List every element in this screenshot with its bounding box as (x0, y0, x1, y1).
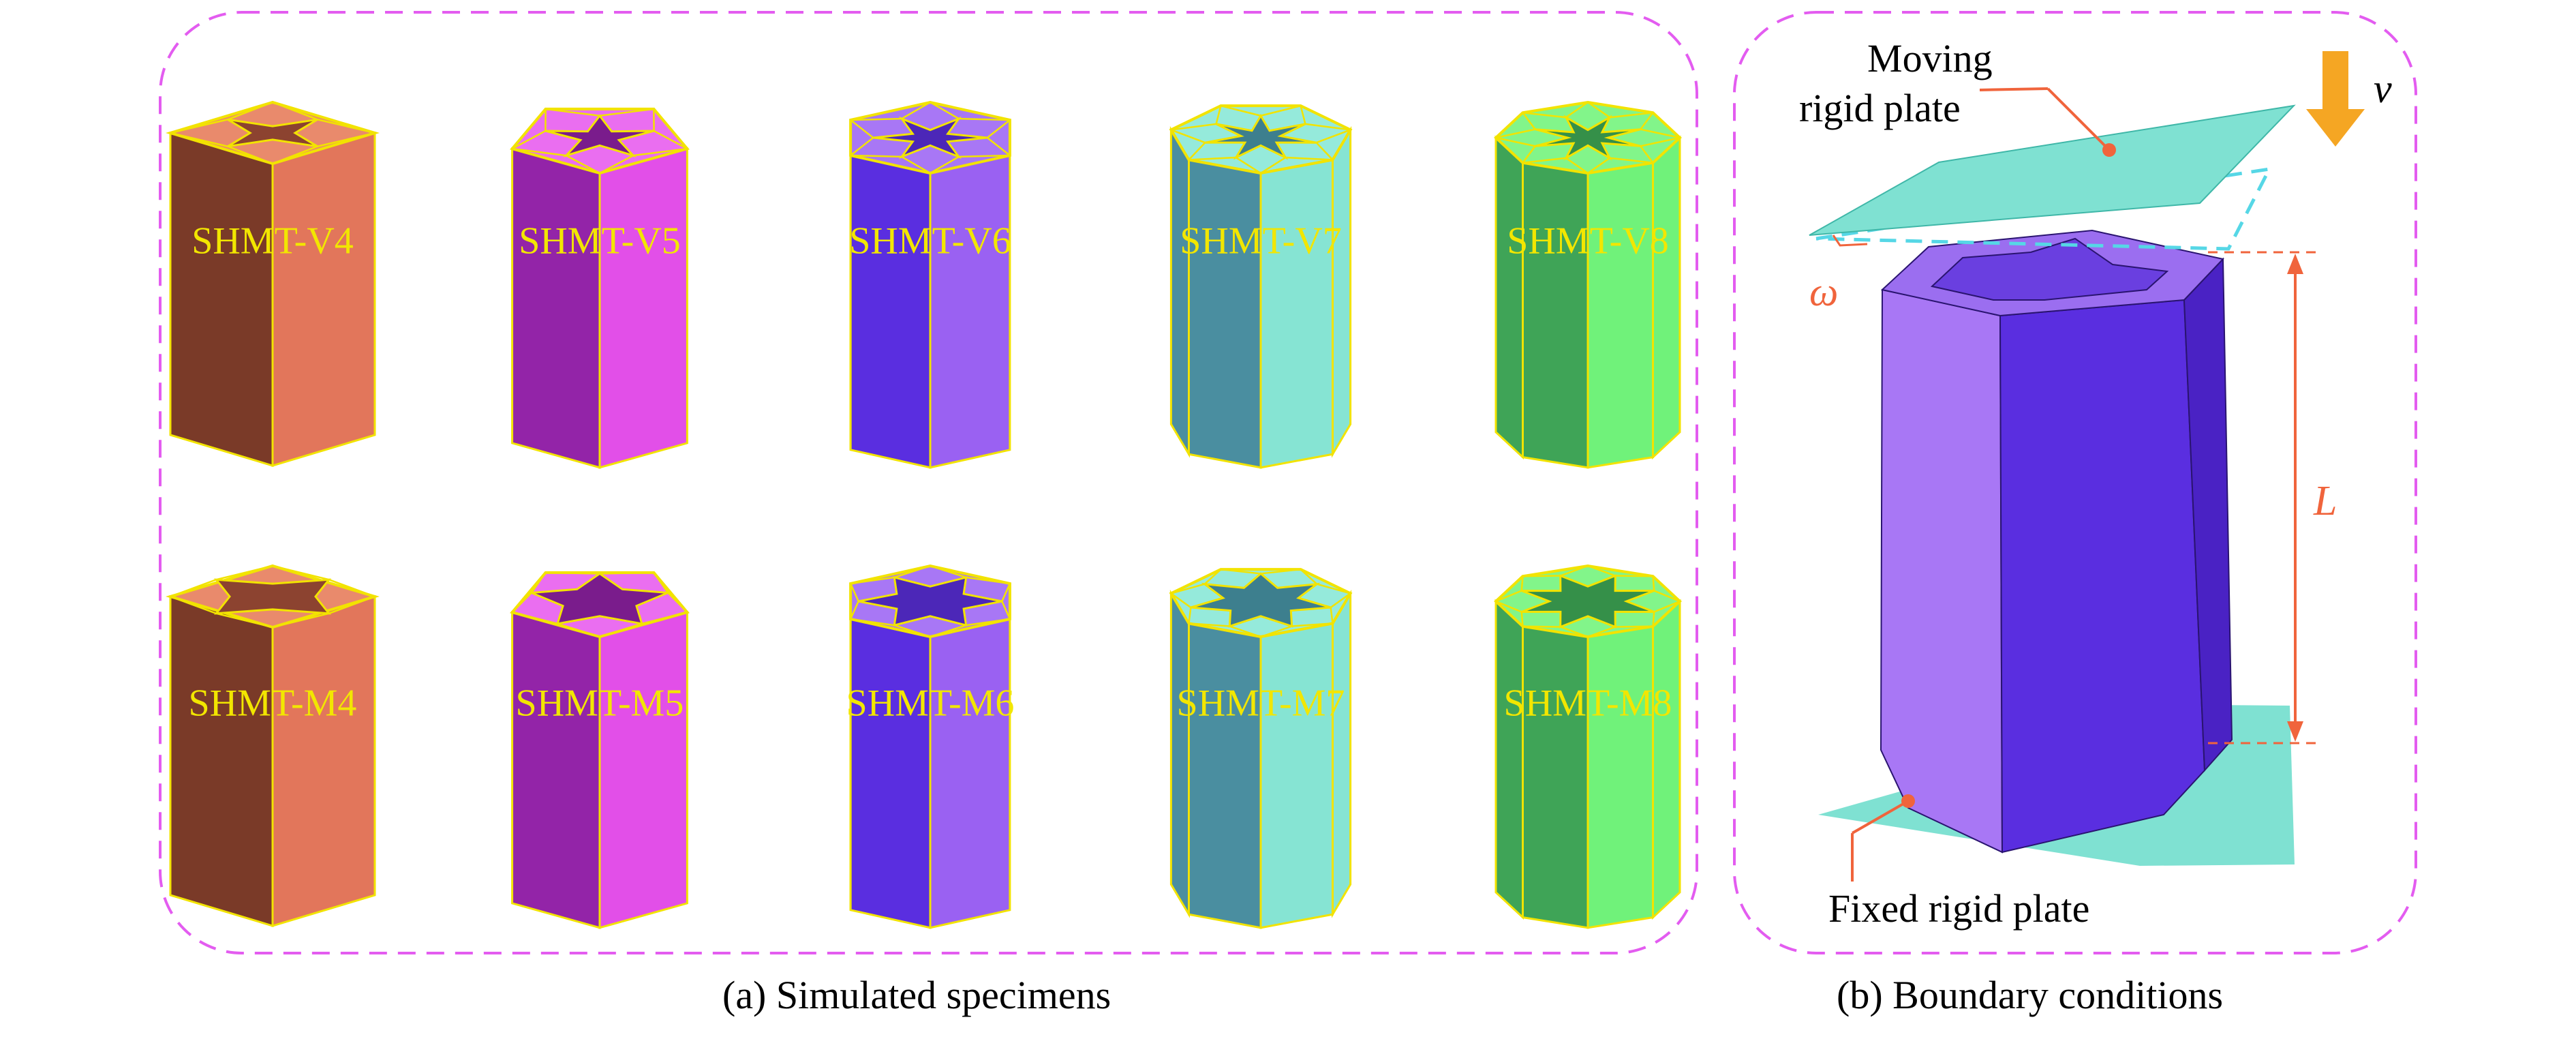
specimen-label: SHMT-V4 (191, 220, 354, 262)
star-cavity (1205, 113, 1317, 160)
boundary-condition-diagram: Moving rigid plate Fixed rigid plate v L… (1799, 36, 2392, 931)
side-face (1169, 589, 1190, 918)
side-face (849, 618, 932, 929)
specimen-label: SHMT-V8 (1507, 220, 1669, 262)
specimen-shmt-v4: SHMT-V4 (166, 100, 380, 468)
fixed-plate-label: Fixed rigid plate (1828, 886, 2089, 931)
panel-b-caption: (b) Boundary conditions (1837, 973, 2224, 1017)
side-face (1188, 622, 1262, 929)
side-face (1259, 622, 1334, 929)
panel-b-frame (1733, 11, 2417, 954)
specimen-shmt-v6: SHMT-V6 (849, 100, 1011, 469)
side-face (1522, 625, 1589, 929)
side-face (598, 611, 688, 929)
side-face (929, 618, 1011, 929)
specimen-label: SHMT-M4 (189, 682, 357, 724)
length-symbol: L (2313, 478, 2337, 524)
side-face (169, 131, 274, 468)
specimen-label: SHMT-M6 (846, 682, 1015, 724)
velocity-symbol: v (2374, 66, 2392, 111)
specimen-shmt-v5: SHMT-V5 (510, 107, 690, 469)
side-face (849, 154, 932, 469)
specimen-shmt-m6: SHMT-M6 (846, 564, 1015, 929)
specimen-label: SHMT-V5 (519, 220, 681, 262)
specimen-shmt-m7: SHMT-M7 (1169, 568, 1353, 929)
side-face (1652, 599, 1681, 920)
side-face (1169, 125, 1190, 458)
side-face (1522, 162, 1589, 469)
star-cavity (1190, 572, 1332, 628)
specimen-label: SHMT-V7 (1180, 220, 1342, 262)
star-cavity (545, 114, 654, 158)
panel-a-caption: (a) Simulated specimens (722, 973, 1111, 1017)
side-face (169, 594, 274, 928)
specimen-shmt-m4: SHMT-M4 (166, 564, 380, 928)
angle-symbol: ω (1809, 269, 1838, 314)
velocity-arrow (2306, 51, 2365, 147)
side-face (929, 154, 1011, 469)
side-face (271, 131, 376, 468)
side-face (271, 594, 376, 928)
sample-tube (1880, 229, 2233, 854)
side-face (1494, 135, 1524, 460)
side-face (1586, 625, 1654, 929)
angle-marker (1832, 235, 1868, 247)
side-face (1586, 162, 1654, 469)
specimen-label: SHMT-M8 (1504, 682, 1672, 724)
specimen-shmt-v7: SHMT-V7 (1169, 104, 1353, 469)
moving-plate-label-line2: rigid plate (1799, 86, 1961, 130)
side-face (1332, 589, 1352, 918)
side-face (511, 147, 601, 469)
moving-plate-label: Moving (1867, 36, 1993, 80)
specimen-label: SHMT-M7 (1177, 682, 1345, 724)
side-face (1652, 135, 1681, 460)
star-cavity (531, 572, 669, 625)
side-face (1332, 125, 1352, 458)
star-cavity (214, 578, 331, 615)
specimen-shmt-v8: SHMT-V8 (1494, 100, 1682, 469)
specimen-shmt-m8: SHMT-M8 (1494, 564, 1682, 929)
specimen-label: SHMT-M5 (516, 682, 684, 724)
side-face (598, 147, 688, 469)
moving-plate-leader (1979, 87, 2049, 91)
side-face (1188, 158, 1262, 469)
specimen-label: SHMT-V6 (849, 220, 1011, 262)
specimen-shmt-m5: SHMT-M5 (510, 571, 690, 929)
moving-rigid-plate (1809, 104, 2296, 236)
plate-projection (1815, 166, 2273, 251)
panel-a-frame (159, 11, 1698, 954)
specimen-grid: SHMT-V4 SHMT-V5 SHMT-V6 SHMT-V7 SHMT-V8SHMT-… (166, 100, 1682, 929)
side-face (511, 611, 601, 929)
side-face (1494, 599, 1524, 920)
side-face (1259, 158, 1334, 469)
